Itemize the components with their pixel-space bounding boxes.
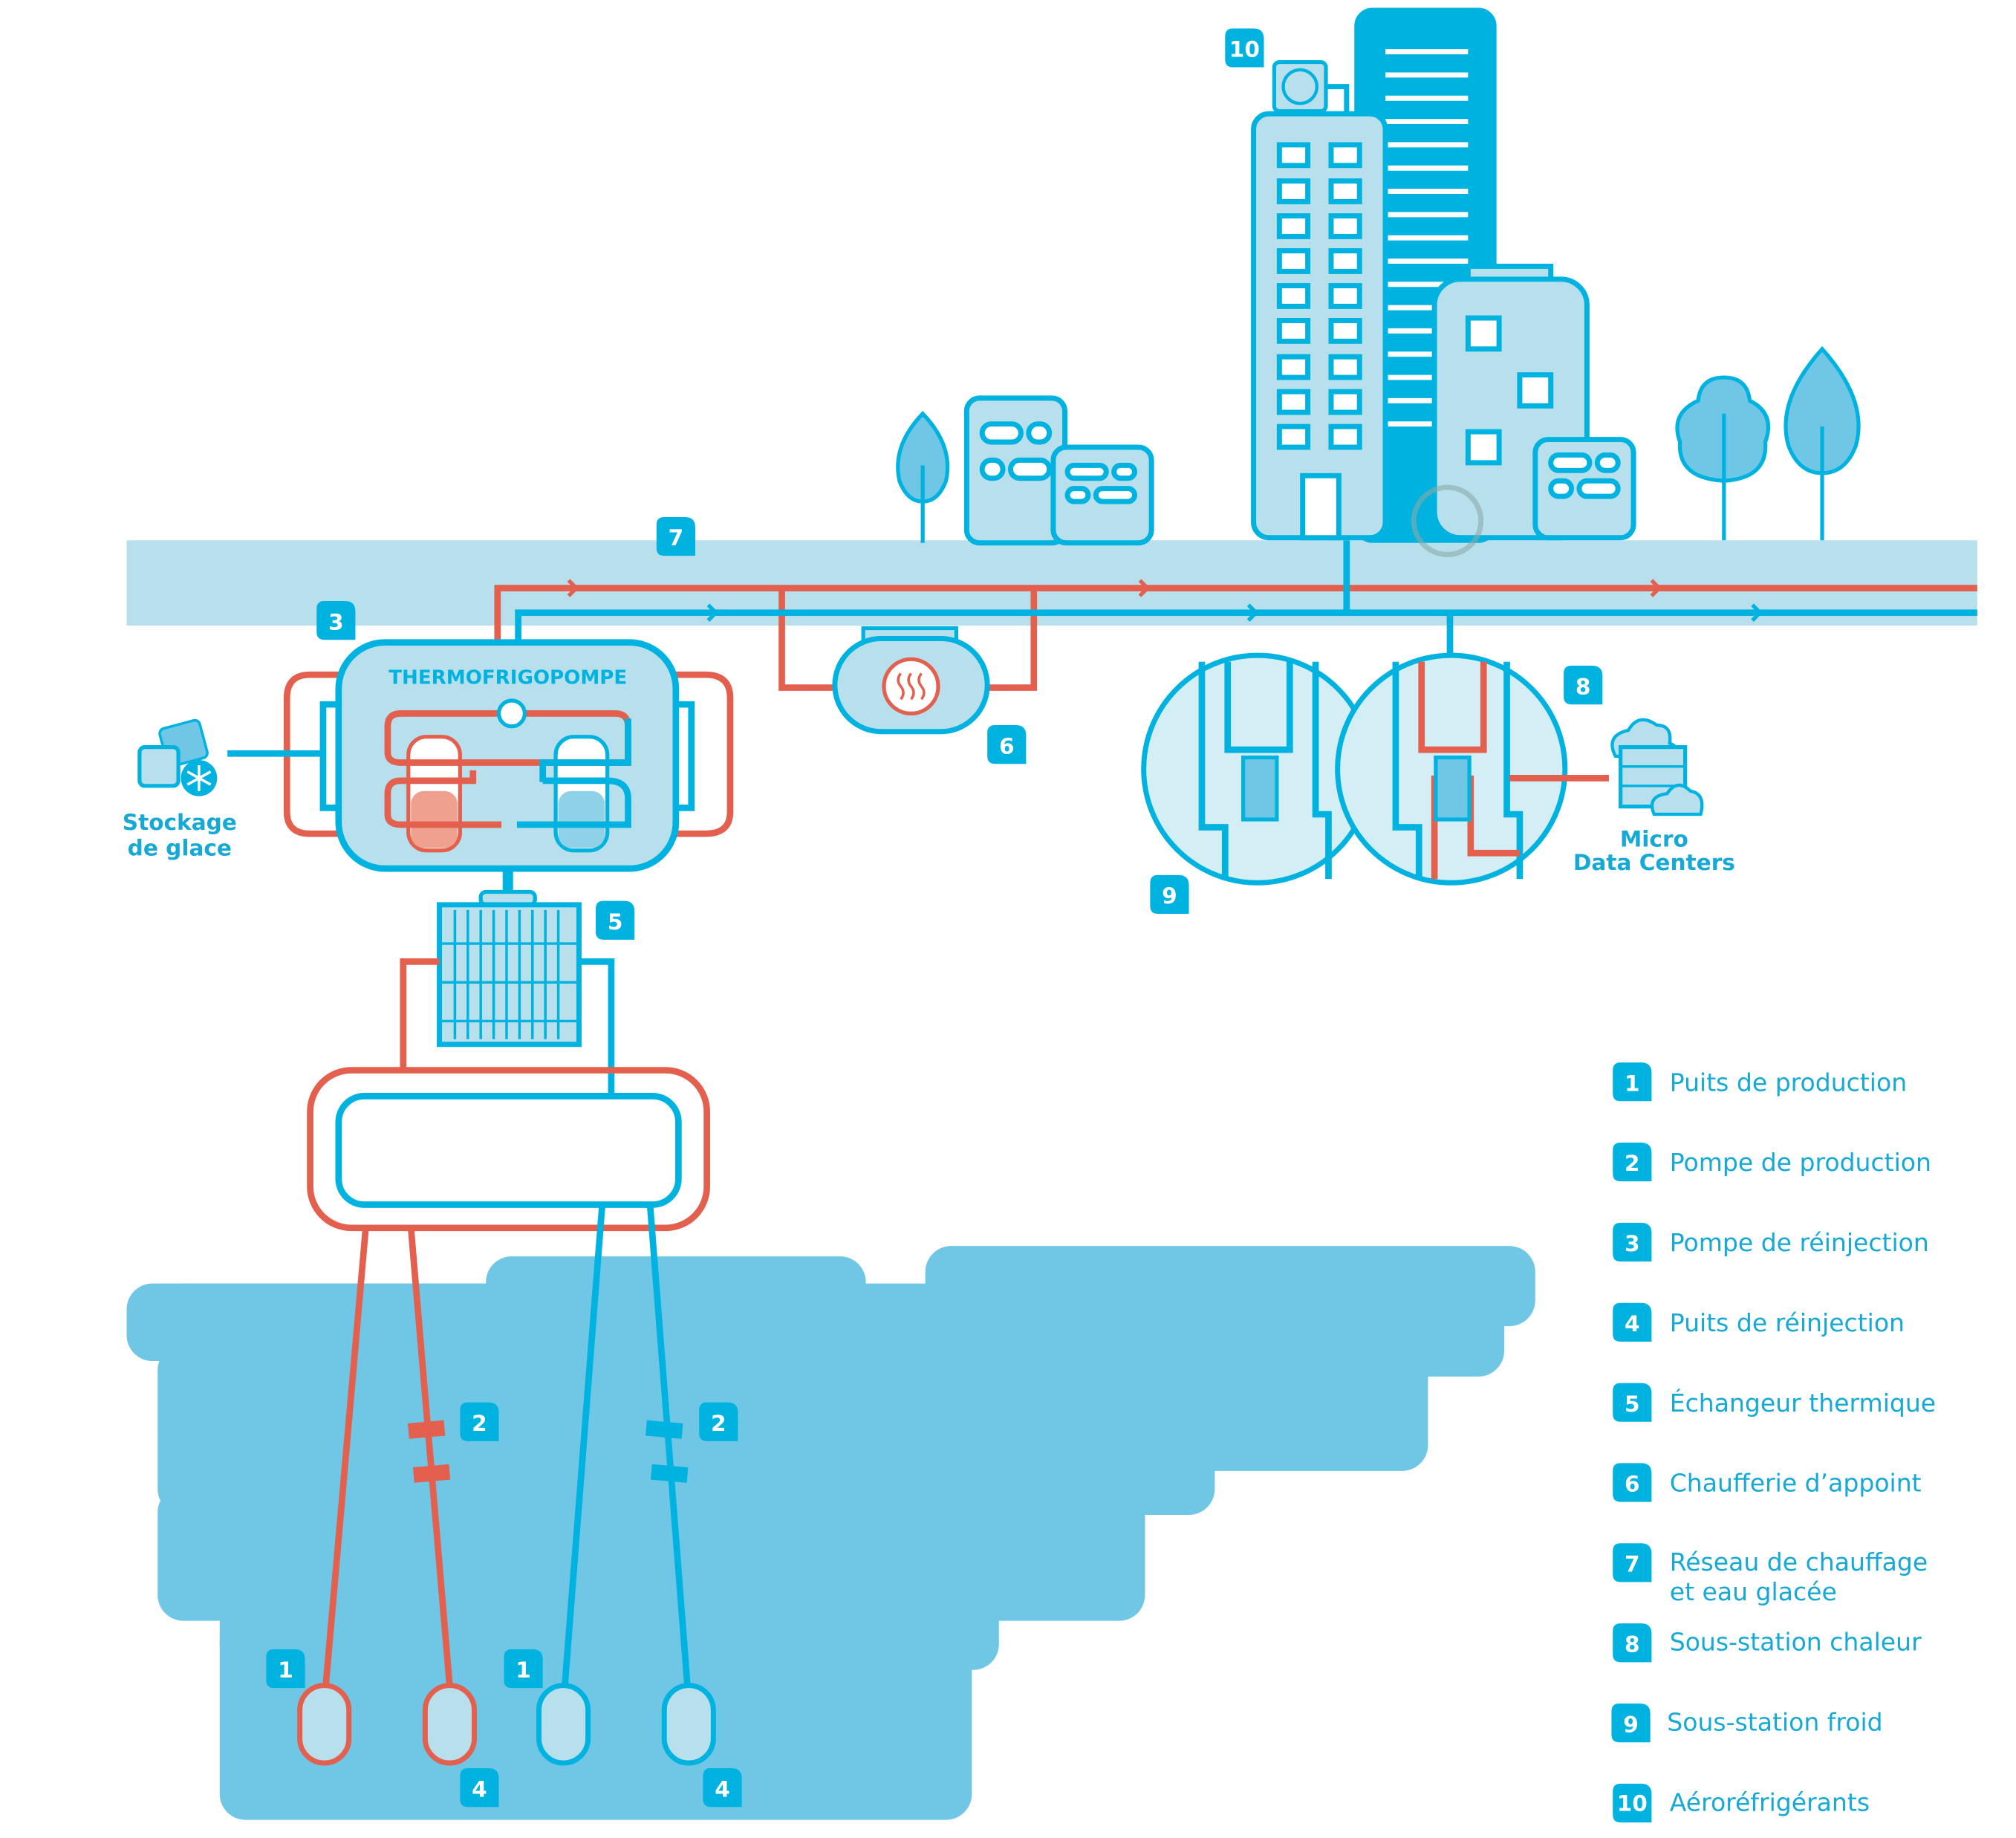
- svg-text:2: 2: [472, 1411, 487, 1436]
- svg-text:7: 7: [1625, 1552, 1640, 1577]
- backup-boiler: [832, 626, 990, 735]
- badge-1: 1: [504, 1649, 543, 1689]
- heat-pump-title: THERMOFRIGOPOMPE: [388, 666, 627, 689]
- badge-8: 8: [1564, 666, 1603, 705]
- well-icon: [297, 1683, 716, 1766]
- legend-item: 9 Sous-station froid: [1611, 1704, 1883, 1743]
- badge-3: 3: [316, 601, 356, 640]
- svg-text:1: 1: [278, 1657, 293, 1683]
- heating-network-pipe: [494, 579, 1977, 691]
- cold-substation: [1141, 652, 1374, 886]
- svg-text:4: 4: [715, 1776, 730, 1802]
- svg-text:Réseau de chauffage: Réseau de chauffage: [1670, 1548, 1928, 1576]
- svg-text:6: 6: [999, 733, 1015, 759]
- svg-text:1: 1: [1625, 1071, 1640, 1096]
- svg-text:10: 10: [1617, 1790, 1648, 1816]
- badge-6: 6: [987, 725, 1027, 764]
- svg-text:Échangeur thermique: Échangeur thermique: [1670, 1388, 1936, 1418]
- badge-4: 4: [703, 1768, 742, 1808]
- micro-data-centers: Micro Data Centers: [1573, 718, 1735, 875]
- svg-text:5: 5: [608, 909, 623, 935]
- fan-icon: [1272, 59, 1350, 114]
- svg-text:9: 9: [1623, 1712, 1639, 1737]
- primary-loop: [307, 1067, 710, 1687]
- svg-text:Sous-station froid: Sous-station froid: [1667, 1708, 1882, 1737]
- ice-storage-label: de glace: [128, 836, 232, 861]
- svg-text:2: 2: [711, 1411, 726, 1436]
- micro-data-centers-label: Data Centers: [1573, 850, 1735, 875]
- badge-10: 10: [1225, 28, 1264, 68]
- badge-2: 2: [699, 1402, 738, 1441]
- svg-text:9: 9: [1162, 883, 1177, 909]
- svg-text:Puits de production: Puits de production: [1670, 1068, 1907, 1097]
- svg-text:Chaufferie d’appoint: Chaufferie d’appoint: [1670, 1469, 1922, 1498]
- svg-text:3: 3: [328, 609, 344, 634]
- badge-1: 1: [266, 1649, 305, 1689]
- svg-text:8: 8: [1625, 1631, 1640, 1657]
- svg-text:Sous-station chaleur: Sous-station chaleur: [1670, 1628, 1922, 1657]
- micro-data-centers-label: Micro: [1620, 827, 1688, 852]
- heat-exchanger: [400, 868, 615, 1097]
- legend-item: 10 Aéroréfrigérants: [1613, 1783, 1870, 1823]
- pump-icon: [407, 1420, 689, 1483]
- svg-text:4: 4: [1625, 1311, 1640, 1337]
- underground-aquifer: [126, 1246, 1535, 1820]
- legend-item: 1 Puits de production: [1613, 1062, 1907, 1102]
- substation-zoom-marker: [1411, 484, 1484, 557]
- svg-text:Pompe de réinjection: Pompe de réinjection: [1670, 1228, 1929, 1257]
- heat-substation: [1335, 652, 1609, 886]
- svg-text:et eau glacée: et eau glacée: [1670, 1577, 1837, 1606]
- svg-text:8: 8: [1576, 674, 1591, 699]
- badge-7: 7: [656, 516, 695, 556]
- legend-item: 5 Échangeur thermique: [1613, 1383, 1936, 1422]
- heat-pump-unit: THERMOFRIGOPOMPE: [283, 639, 734, 872]
- legend-item: 8 Sous-station chaleur: [1613, 1623, 1922, 1663]
- legend-item: 4 Puits de réinjection: [1613, 1302, 1905, 1342]
- svg-text:Aéroréfrigérants: Aéroréfrigérants: [1670, 1787, 1870, 1816]
- legend-item: 6 Chaufferie d’appoint: [1613, 1463, 1922, 1502]
- legend: 1 Puits de production 2 Pompe de productio…: [1611, 1062, 1936, 1823]
- tree-icon: [896, 345, 1861, 543]
- ice-storage-label: Stockage: [123, 810, 237, 835]
- legend-item: 3 Pompe de réinjection: [1613, 1222, 1929, 1262]
- svg-text:3: 3: [1625, 1231, 1640, 1256]
- svg-text:10: 10: [1229, 37, 1260, 62]
- badge-5: 5: [596, 900, 635, 940]
- badge-4: 4: [460, 1768, 499, 1808]
- svg-text:2: 2: [1625, 1151, 1640, 1176]
- svg-text:5: 5: [1625, 1392, 1640, 1417]
- svg-text:6: 6: [1625, 1472, 1640, 1497]
- chilled-water-network-pipe: [515, 540, 1977, 660]
- city-buildings: [963, 7, 1636, 546]
- legend-item: 2 Pompe de production: [1613, 1142, 1931, 1182]
- ice-storage: Stockage de glace: [123, 718, 323, 861]
- svg-text:Puits de réinjection: Puits de réinjection: [1670, 1308, 1905, 1337]
- svg-text:7: 7: [669, 525, 684, 551]
- badge-2: 2: [460, 1402, 499, 1441]
- badge-9: 9: [1150, 874, 1189, 915]
- svg-text:Pompe de production: Pompe de production: [1670, 1148, 1931, 1177]
- svg-text:1: 1: [516, 1657, 531, 1683]
- svg-text:4: 4: [472, 1776, 487, 1802]
